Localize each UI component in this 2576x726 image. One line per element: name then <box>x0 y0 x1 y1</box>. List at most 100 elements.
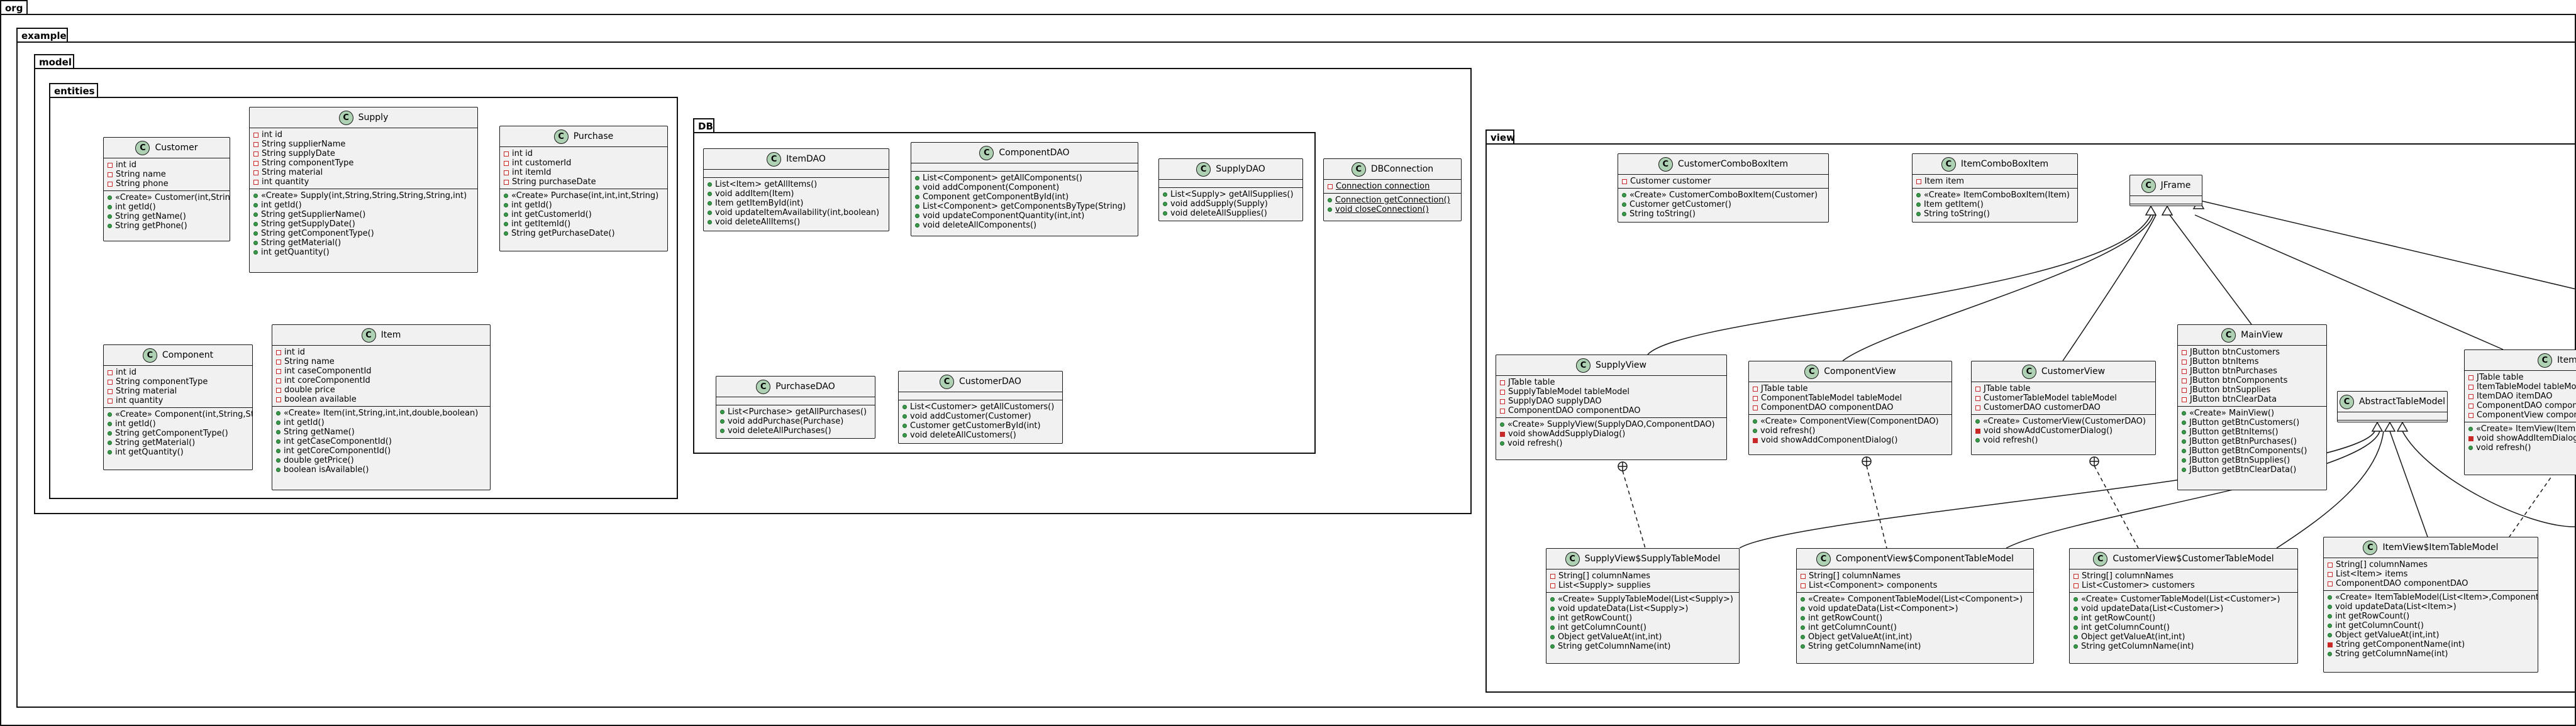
class-methods: «Create» ComponentTableModel(List<Compon… <box>1797 593 2033 653</box>
member-text: «Create» Component(int,String,String,int… <box>115 410 252 419</box>
member-text: int quantity <box>262 177 309 187</box>
field: List<Supply> supplies <box>1550 581 1735 590</box>
member-text: String[] columnNames <box>2336 560 2428 569</box>
member-text: int id <box>284 348 305 357</box>
method: void deleteAllPurchases() <box>720 426 871 436</box>
method: int getId() <box>108 419 248 429</box>
member-text: void showAddItemDialog() <box>2477 434 2576 443</box>
method: int getRowCount() <box>1550 613 1735 623</box>
method: «Create» Purchase(int,int,int,String) <box>504 191 663 201</box>
private-visibility-icon <box>276 349 281 355</box>
member-text: ItemTableModel tableModel <box>2477 382 2576 392</box>
member-text: String material <box>116 387 177 396</box>
class-methods: List<Item> getAllItems()void addItem(Ite… <box>704 178 889 229</box>
member-text: CustomerTableModel tableModel <box>1984 393 2117 403</box>
private-visibility-icon <box>1753 395 1758 401</box>
package-db-label: DB <box>698 121 713 132</box>
public-visibility-icon <box>108 441 112 445</box>
public-visibility-icon <box>108 214 112 219</box>
public-visibility-icon <box>2182 430 2186 434</box>
member-text: String getColumnName(int) <box>2335 649 2448 659</box>
field: int id <box>108 368 248 377</box>
member-text: String getMaterial() <box>261 238 341 248</box>
method: void deleteAllCustomers() <box>902 431 1058 440</box>
member-text: JTable table <box>1508 378 1555 387</box>
class-name: Purchase <box>573 131 614 141</box>
method: int getColumnCount() <box>1801 623 2029 632</box>
member-text: String getName() <box>115 212 186 221</box>
field: String[] columnNames <box>2074 571 2294 581</box>
public-visibility-icon <box>108 224 112 228</box>
member-text: «Create» MainView() <box>2189 409 2275 418</box>
field: String purchaseDate <box>504 177 663 187</box>
member-text: List<Supply> getAllSupplies() <box>1170 190 1294 199</box>
method: int getRowCount() <box>2074 613 2294 623</box>
public-visibility-icon <box>253 203 258 207</box>
member-text: String supplierName <box>262 140 346 149</box>
method: String toString() <box>1916 209 2074 219</box>
class-badge-icon: C <box>1941 157 1956 172</box>
method: void refresh() <box>1500 439 1723 448</box>
field: String[] columnNames <box>1801 571 2029 581</box>
method: int getColumnCount() <box>1550 623 1735 632</box>
method: int getItemId() <box>504 219 663 229</box>
public-visibility-icon <box>253 194 258 198</box>
member-text: ComponentDAO componentDAO <box>1761 403 1894 412</box>
method: int getColumnCount() <box>2074 623 2294 632</box>
class-badge-icon: C <box>142 348 157 363</box>
class-methods: «Create» ItemView(ItemDAO,ComponentDAO,C… <box>2465 422 2576 454</box>
method: JButton getBtnItems() <box>2182 427 2323 437</box>
private-visibility-icon <box>1500 389 1505 395</box>
public-visibility-icon <box>108 412 112 417</box>
field: int customerId <box>504 158 663 168</box>
private-visibility-icon <box>108 181 113 187</box>
field: JTable table <box>1500 378 1723 387</box>
member-text: int getItemId() <box>511 219 571 229</box>
itemview-extends-jframe <box>2194 214 2504 350</box>
member-text: String[] columnNames <box>1558 571 1651 581</box>
method: «Create» SupplyTableModel(List<Supply>) <box>1550 595 1735 604</box>
class-badge-icon: C <box>979 145 994 160</box>
member-text: void showAddComponentDialog() <box>1761 436 1898 445</box>
class-methods: «Create» ComponentView(ComponentDAO)void… <box>1749 415 1951 447</box>
public-visibility-icon <box>504 203 508 207</box>
private-visibility-icon <box>2182 397 2187 402</box>
class-name: AbstractTableModel <box>2358 396 2445 407</box>
member-text: Item getItem() <box>1924 200 1984 209</box>
method: «Create» SupplyView(SupplyDAO,ComponentD… <box>1500 420 1723 429</box>
private-visibility-icon <box>2328 571 2333 577</box>
member-text: JButton btnCustomers <box>2190 348 2280 357</box>
public-visibility-icon <box>1801 597 1805 602</box>
class-name: MainView <box>2241 329 2283 340</box>
private-visibility-icon <box>2182 387 2187 393</box>
private-visibility-icon <box>108 398 113 404</box>
member-text: JButton btnItems <box>2190 357 2259 366</box>
field: SupplyDAO supplyDAO <box>1500 397 1723 406</box>
method: void deleteAllComponents() <box>915 221 1134 230</box>
field: List<Component> components <box>1801 581 2029 590</box>
member-text: List<Customer> customers <box>2082 581 2195 590</box>
public-visibility-icon <box>1500 441 1504 446</box>
member-text: Object getValueAt(int,int) <box>1558 632 1662 642</box>
member-text: Item getItemById(int) <box>715 199 804 208</box>
private-visibility-icon <box>504 179 509 185</box>
field: int quantity <box>108 396 248 405</box>
field: int coreComponentId <box>276 376 486 385</box>
field: ComponentTableModel tableModel <box>1753 393 1948 403</box>
method: int getId() <box>504 201 663 210</box>
